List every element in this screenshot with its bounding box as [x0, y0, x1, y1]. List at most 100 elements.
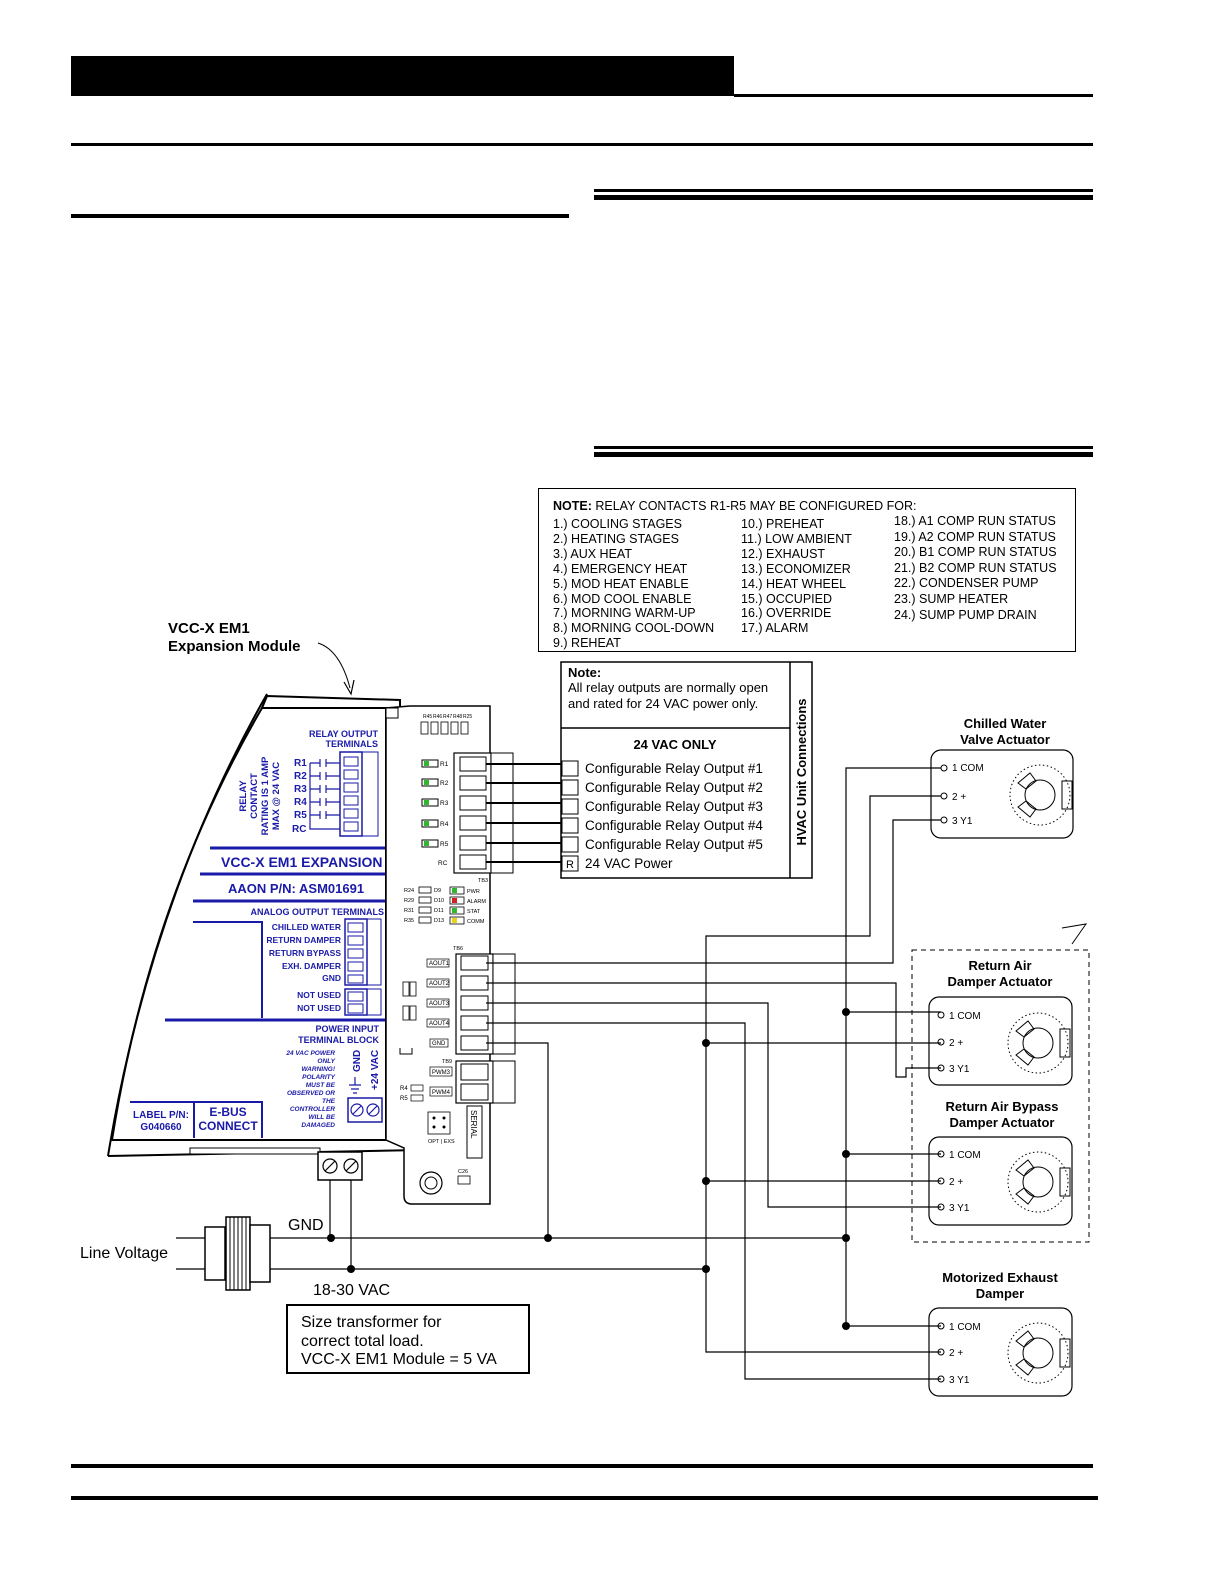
note-column-3: 18.) A1 COMP RUN STATUS 19.) A2 COMP RUN… — [894, 514, 1057, 623]
label-pn: LABEL P/N: — [133, 1110, 189, 1121]
power-warning: 24 VAC POWER ONLY WARNING! POLARITY MUST… — [285, 1050, 335, 1129]
module-label-print: RELAY OUTPUT TERMINALS RELAY CONTACT RAT… — [130, 729, 386, 1138]
pcb-notch — [385, 707, 399, 719]
led-label-comm: COMM — [467, 919, 485, 925]
actuator-terminal: 1 COM — [949, 1322, 981, 1333]
actuator-exhaust-title: Damper — [976, 1286, 1024, 1301]
actuator-terminal: 2 + — [949, 1038, 963, 1049]
relay-contact-symbols — [309, 759, 340, 830]
actuator-terminal: 3 Y1 — [952, 816, 973, 827]
transformer-note: Size transformer for correct total load.… — [286, 1304, 530, 1374]
relay-terminal-r4: R4 — [294, 797, 307, 808]
svg-text:ONLY: ONLY — [317, 1058, 335, 1065]
relay-output-label: Configurable Relay Output #1 — [585, 761, 763, 776]
relay-note-title: Note: — [568, 665, 601, 680]
svg-text:TB3: TB3 — [478, 878, 488, 884]
relay-note-subtitle: 24 VAC ONLY — [633, 737, 716, 752]
ground-symbol — [349, 1077, 361, 1094]
relay-output-label: Configurable Relay Output #3 — [585, 799, 763, 814]
list-item: 15.) OCCUPIED — [741, 591, 832, 606]
svg-text:R46: R46 — [433, 714, 442, 720]
svg-text:CONTROLLER: CONTROLLER — [290, 1106, 335, 1113]
label-pn-value: G040660 — [140, 1122, 182, 1133]
pcb-aout2: AOUT2 — [429, 981, 450, 987]
right-section-rule-bottom-b — [594, 452, 1093, 457]
actuator-terminal: 1 COM — [949, 1011, 981, 1022]
pcb-gnd: GND — [432, 1041, 446, 1047]
ebus-label: E-BUS — [209, 1105, 246, 1119]
actuator-return-bypass: 1 COM 2 + 3 Y1 — [928, 1136, 1073, 1226]
relay-config-note: NOTE: RELAY CONTACTS R1-R5 MAY BE CONFIG… — [538, 488, 1076, 652]
svg-text:R29: R29 — [404, 898, 414, 904]
list-item: 13.) ECONOMIZER — [741, 561, 851, 576]
actuator-return-bypass-title: Damper Actuator — [950, 1115, 1055, 1130]
analog-wires — [486, 767, 941, 1380]
svg-text:TB9: TB9 — [442, 1059, 452, 1065]
actuator-return-bypass-title: Return Air Bypass — [946, 1099, 1059, 1114]
pcb-relay-rc: RC — [438, 860, 448, 867]
power-input-header: POWER INPUT — [315, 1024, 379, 1034]
right-section-rule-top-b — [594, 195, 1093, 200]
relay-rating-label: RELAY CONTACT RATING IS 1 AMP MAX @ 24 V… — [238, 756, 282, 835]
svg-text:DAMAGED: DAMAGED — [301, 1122, 335, 1129]
list-item: 7.) MORNING WARM-UP — [553, 606, 696, 621]
module-overlay-outline — [260, 694, 401, 709]
svg-text:WILL BE: WILL BE — [308, 1114, 335, 1121]
relay-wires — [486, 763, 562, 863]
list-item: 17.) ALARM — [741, 621, 809, 636]
power-wires — [176, 1180, 846, 1270]
relay-config-note-header: NOTE: RELAY CONTACTS R1-R5 MAY BE CONFIG… — [553, 499, 917, 513]
actuator-terminal: 3 Y1 — [949, 1375, 970, 1386]
pcb-relay-r1: R1 — [440, 761, 449, 768]
svg-text:R45: R45 — [423, 714, 432, 720]
svg-text:D10: D10 — [434, 898, 444, 904]
svg-text:R35: R35 — [404, 918, 414, 924]
power-term-gnd: GND — [352, 1050, 363, 1072]
pcb-relay-leds — [421, 759, 439, 848]
power-terminal-block — [347, 1097, 383, 1123]
left-section-rule — [71, 214, 569, 218]
actuator-chilled-water-title: Valve Actuator — [960, 732, 1050, 747]
pcb-relay-r2: R2 — [440, 780, 449, 787]
power-input-header: TERMINAL BLOCK — [298, 1035, 379, 1045]
list-item: 3.) AUX HEAT — [553, 546, 632, 561]
transformer-icon — [204, 1216, 271, 1291]
relay-output-label: Configurable Relay Output #2 — [585, 780, 763, 795]
relay-terminal-rc: RC — [292, 824, 306, 835]
svg-text:RELAY: RELAY — [238, 780, 249, 812]
relay-terminal-screws — [343, 756, 359, 832]
relay-output-label: Configurable Relay Output #4 — [585, 818, 763, 833]
pcb-aout3: AOUT3 — [429, 1001, 450, 1007]
list-item: 1.) COOLING STAGES — [553, 517, 682, 531]
list-item: 12.) EXHAUST — [741, 546, 826, 561]
relay-terminal-r3: R3 — [294, 784, 307, 795]
svg-text:24 VAC POWER: 24 VAC POWER — [285, 1050, 335, 1057]
analog-label-gnd: GND — [322, 973, 341, 983]
power-term-24vac: +24 VAC — [370, 1050, 381, 1090]
actuator-terminal: 2 + — [949, 1348, 963, 1359]
actuator-terminal: 1 COM — [952, 763, 984, 774]
pcb-pwm3: PWM3 — [432, 1070, 451, 1076]
module-leader-line — [317, 642, 351, 689]
svg-text:R47: R47 — [443, 714, 452, 720]
relay-output-terminals-label: RELAY OUTPUT — [309, 729, 379, 739]
module-label-line1: VCC-X EM1 — [168, 620, 250, 637]
right-section-rule-bottom-a — [594, 446, 1093, 449]
svg-text:C26: C26 — [458, 1169, 468, 1175]
relay-terminal-r2: R2 — [294, 771, 307, 782]
note-column-1: 1.) COOLING STAGES 2.) HEATING STAGES 3.… — [553, 517, 714, 651]
group-pointer-arrow — [1061, 923, 1088, 945]
list-item: 8.) MORNING COOL-DOWN — [553, 621, 715, 636]
svg-text:MUST BE: MUST BE — [306, 1082, 336, 1089]
pcb-aout4: AOUT4 — [429, 1021, 450, 1027]
actuator-exhaust: 1 COM 2 + 3 Y1 — [928, 1307, 1073, 1397]
svg-text:D11: D11 — [434, 908, 444, 914]
relay-output-label: Configurable Relay Output #5 — [585, 837, 763, 852]
list-item: 11.) LOW AMBIENT — [741, 531, 852, 546]
hvac-unit-connections-label: HVAC Unit Connections — [794, 698, 809, 845]
relay-terminal-r5: R5 — [294, 810, 307, 821]
module-edge — [107, 693, 268, 1157]
list-item: 21.) B2 COMP RUN STATUS — [894, 560, 1057, 575]
